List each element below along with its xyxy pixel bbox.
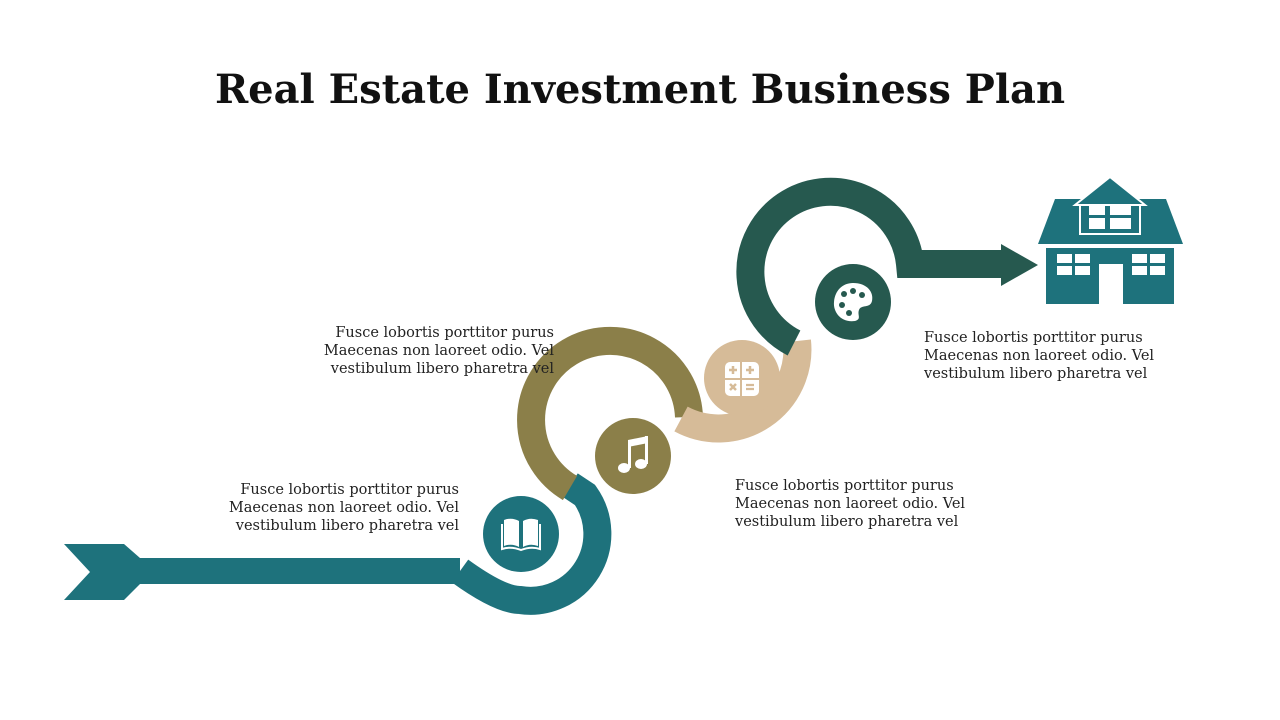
arrow-head [1001, 244, 1038, 286]
step-4-description: Fusce lobortis porttitor purus Maecenas … [924, 330, 1155, 382]
music-note-icon [618, 436, 648, 473]
house-icon [1038, 175, 1183, 304]
step-circle-1 [483, 496, 559, 572]
path-segment-4 [736, 177, 1005, 356]
path-segment-2 [517, 326, 703, 501]
page-title: Real Estate Investment Business Plan [214, 66, 1066, 113]
path-segment-3 [674, 339, 812, 443]
book-icon [501, 518, 541, 552]
step-3-description: Fusce lobortis porttitor purus Maecenas … [735, 478, 966, 530]
step-circle-2 [595, 418, 671, 494]
arrow-tail [64, 544, 460, 600]
step-1-description: Fusce lobortis porttitor purus Maecenas … [228, 482, 459, 534]
step-2-description: Fusce lobortis porttitor purus Maecenas … [323, 325, 554, 377]
palette-icon [833, 283, 873, 322]
path-segment-1 [451, 473, 612, 615]
calculator-icon [725, 362, 759, 396]
